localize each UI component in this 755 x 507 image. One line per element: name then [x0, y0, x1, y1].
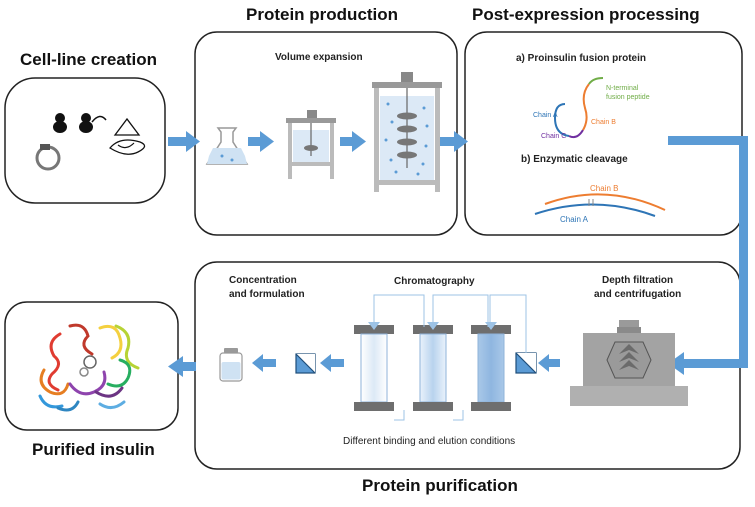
large-bioreactor-icon — [372, 72, 442, 192]
vial-icon — [219, 348, 243, 382]
cleave-chain-b-label: Chain B — [590, 184, 618, 193]
concentration-label-2: and formulation — [229, 289, 305, 300]
protein-production-title: Protein production — [246, 5, 399, 24]
insulin-hexamer — [38, 323, 140, 412]
post-expression-box — [464, 31, 743, 236]
filter-icons — [295, 352, 537, 374]
conditions-label: Different binding and elution conditions — [343, 436, 515, 447]
chain-c-label: Chain C — [541, 133, 566, 140]
enzymatic-label: b) Enzymatic cleavage — [521, 154, 628, 165]
proinsulin-structure — [553, 77, 604, 139]
chromatography-label: Chromatography — [394, 276, 475, 287]
n-terminal-label-2: fusion peptide — [606, 94, 650, 101]
cleave-chain-a-label: Chain A — [560, 215, 589, 224]
depth-filtration-machine — [570, 320, 688, 406]
flask-icon — [205, 127, 249, 165]
flow-arrows — [168, 131, 748, 377]
concentration-label-1: Concentration — [229, 275, 297, 286]
post-expression-title: Post-expression processing — [472, 5, 700, 24]
n-terminal-label-1: N-terminal — [606, 85, 639, 92]
depth-filtration-label-1: Depth filtration — [602, 275, 673, 286]
cell-line-box — [4, 77, 166, 204]
proinsulin-label: a) Proinsulin fusion protein — [516, 53, 646, 64]
small-bioreactor-icon — [286, 110, 336, 179]
cleavage-structure — [534, 193, 666, 217]
cell-line-icons — [35, 113, 146, 171]
volume-expansion-label: Volume expansion — [275, 52, 363, 63]
chain-a-label: Chain A — [533, 112, 558, 119]
cell-line-title: Cell-line creation — [20, 50, 157, 69]
chromatography-columns — [354, 294, 527, 421]
chain-b-label: Chain B — [591, 119, 616, 126]
protein-purification-title: Protein purification — [362, 476, 518, 495]
purified-insulin-box — [4, 301, 179, 431]
depth-filtration-label-2: and centrifugation — [594, 289, 681, 300]
purified-insulin-title: Purified insulin — [32, 440, 155, 459]
